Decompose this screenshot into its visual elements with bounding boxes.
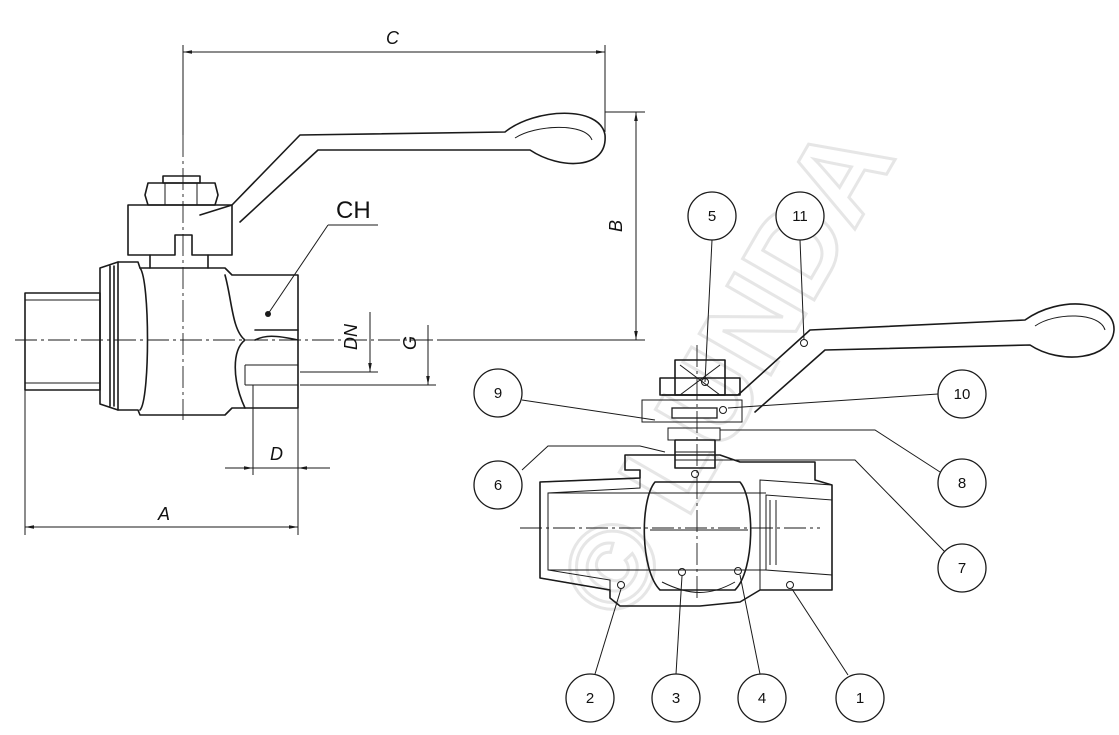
section-view	[520, 303, 1115, 607]
part-number-4: 4	[758, 690, 766, 707]
balloon-3	[651, 673, 701, 723]
balloon-5	[687, 191, 737, 241]
part-number-7: 7	[958, 560, 966, 577]
part-number-8: 8	[958, 475, 966, 492]
balloon-6	[473, 460, 523, 510]
balloon-1	[835, 673, 885, 723]
part-number-9: 9	[494, 385, 502, 402]
part-number-3: 3	[672, 690, 680, 707]
watermark: © LUNDA	[532, 103, 919, 639]
balloon-7	[937, 543, 987, 593]
dim-label-d: D	[270, 444, 283, 464]
part-number-2: 2	[586, 690, 594, 707]
dim-label-dn: DN	[341, 323, 361, 350]
balloon-8	[937, 458, 987, 508]
dim-label-b: B	[606, 220, 626, 232]
part-number-6: 6	[494, 477, 502, 494]
balloon-9	[473, 368, 523, 418]
part-number-11: 11	[792, 208, 808, 225]
part-callouts: 5 11 9 10 6 8 7 2 3 4	[473, 191, 987, 723]
dim-label-g: G	[400, 336, 420, 350]
part-number-5: 5	[708, 208, 716, 225]
part-number-10: 10	[954, 386, 971, 403]
dim-label-a: A	[157, 504, 170, 524]
side-view: CH C B DN G D A	[15, 28, 645, 535]
balloon-10	[937, 369, 987, 419]
dim-label-ch: CH	[336, 197, 371, 224]
balloon-2	[565, 673, 615, 723]
balloon-11	[775, 191, 825, 241]
dim-label-c: C	[386, 28, 400, 48]
balloon-4	[737, 673, 787, 723]
part-number-1: 1	[856, 690, 864, 707]
